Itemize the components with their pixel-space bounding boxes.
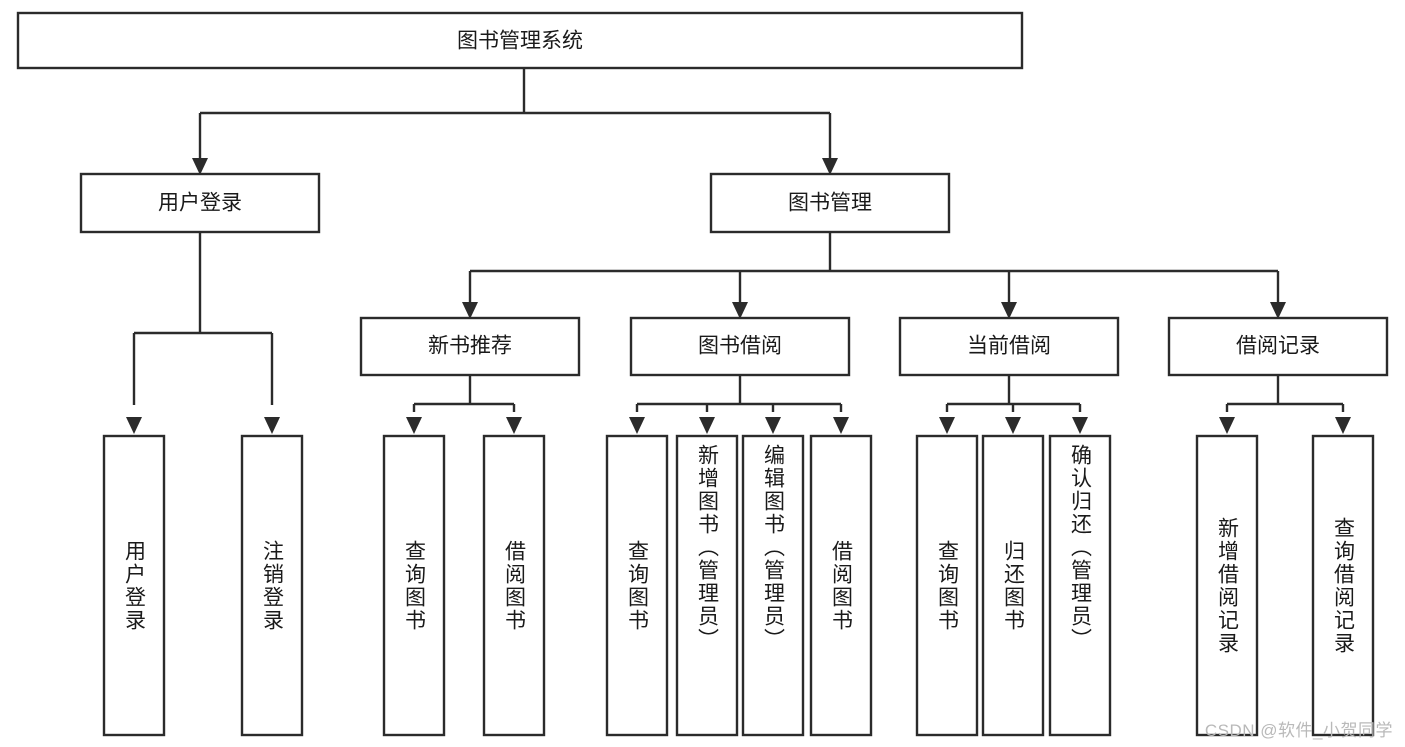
arrow-to-newbook xyxy=(462,302,478,319)
csdn-watermark: CSDN @软件_小贺同学 xyxy=(1204,721,1393,740)
node-leaf-11[interactable] xyxy=(1048,434,1112,737)
arrow-to-leaf-10 xyxy=(1005,417,1021,434)
arrow-to-leaf-3 xyxy=(406,417,422,434)
node-borrow[interactable]: 图书借阅 xyxy=(629,316,851,377)
node-leaf-2[interactable] xyxy=(240,434,304,737)
arrow-to-leaf-2 xyxy=(264,417,280,434)
node-leaf-5[interactable] xyxy=(605,434,669,737)
node-leaf-9[interactable] xyxy=(915,434,979,737)
arrow-to-leaf-13 xyxy=(1335,417,1351,434)
node-leaf-8[interactable] xyxy=(809,434,873,737)
arrow-to-leaf-7 xyxy=(765,417,781,434)
arrow-to-leaf-4 xyxy=(506,417,522,434)
node-borrow-label: 图书借阅 xyxy=(698,335,782,358)
arrow-to-records xyxy=(1270,302,1286,319)
connectors-layer xyxy=(126,68,1351,434)
node-current-label: 当前借阅 xyxy=(967,335,1051,358)
node-leaf-3[interactable] xyxy=(382,434,446,737)
arrow-to-current xyxy=(1001,302,1017,319)
arrow-to-leaf-5 xyxy=(629,417,645,434)
node-leaf-1[interactable] xyxy=(102,434,166,737)
node-root[interactable]: 图书管理系统 xyxy=(16,11,1024,70)
arrow-to-leaf-12 xyxy=(1219,417,1235,434)
node-leaf-7[interactable] xyxy=(741,434,805,737)
node-current[interactable]: 当前借阅 xyxy=(898,316,1120,377)
node-leaf-4[interactable] xyxy=(482,434,546,737)
node-bookmgmt-label: 图书管理 xyxy=(788,192,872,215)
node-bookmgmt[interactable]: 图书管理 xyxy=(709,172,951,234)
node-records[interactable]: 借阅记录 xyxy=(1167,316,1389,377)
node-login-label: 用户登录 xyxy=(158,192,242,215)
arrow-to-borrow xyxy=(732,302,748,319)
node-records-label: 借阅记录 xyxy=(1236,335,1320,358)
node-newbook-label: 新书推荐 xyxy=(428,335,512,358)
node-leaf-10[interactable] xyxy=(981,434,1045,737)
node-login[interactable]: 用户登录 xyxy=(79,172,321,234)
arrow-to-leaf-11 xyxy=(1072,417,1088,434)
node-root-label: 图书管理系统 xyxy=(457,30,583,53)
arrow-to-leaf-8 xyxy=(833,417,849,434)
node-leaf-13[interactable] xyxy=(1311,434,1375,737)
nodes-layer: 图书管理系统 用户登录 图书管理 新书推荐 图书借阅 当前 xyxy=(16,11,1389,737)
node-newbook[interactable]: 新书推荐 xyxy=(359,316,581,377)
arrow-to-leaf-6 xyxy=(699,417,715,434)
arrow-to-bookmgmt xyxy=(822,158,838,175)
arrow-to-login xyxy=(192,158,208,175)
arrow-to-leaf-9 xyxy=(939,417,955,434)
arrow-to-leaf-1 xyxy=(126,417,142,434)
node-leaf-12[interactable] xyxy=(1195,434,1259,737)
node-leaf-6[interactable] xyxy=(675,434,739,737)
